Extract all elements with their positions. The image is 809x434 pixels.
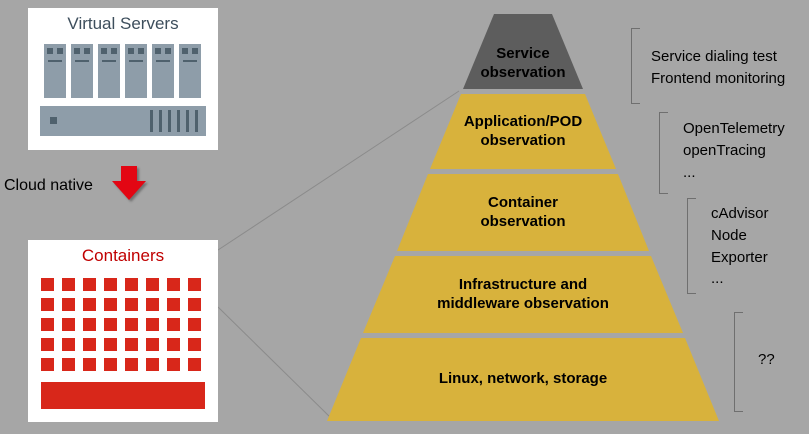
- bracket-application-tools: [659, 112, 668, 194]
- down-arrow-shaft: [121, 166, 137, 181]
- annotation-service-tools: Service dialing test Frontend monitoring: [651, 48, 786, 87]
- down-arrow-head: [112, 181, 146, 200]
- server-tower-icon: [152, 44, 174, 98]
- down-arrow-icon: [112, 166, 146, 200]
- annotation-container-tools: cAdvisor Node Exporter ...: [711, 205, 769, 288]
- pyramid-layer-application-pod-observation: Application/POD observation: [430, 94, 616, 169]
- virtual-servers-box: Virtual Servers: [28, 8, 218, 150]
- server-chassis-icon: [40, 106, 206, 136]
- containers-box: Containers: [28, 240, 218, 422]
- bracket-container-tools: [687, 198, 696, 294]
- server-tower-icon: [44, 44, 66, 98]
- pyramid-layer-infrastructure-middleware-observation: Infrastructure and middleware observatio…: [363, 256, 683, 333]
- containers-base-bar: [41, 382, 205, 409]
- server-tower-icon: [98, 44, 120, 98]
- server-tower-icon: [71, 44, 93, 98]
- pyramid-layer-service-observation: Service observation: [463, 14, 583, 89]
- pyramid-layer-label: Infrastructure and middleware observatio…: [437, 276, 609, 312]
- annotation-application-tools: OpenTelemetry openTracing ...: [683, 120, 785, 181]
- server-tower-icon: [125, 44, 147, 98]
- pyramid-layer-label: Linux, network, storage: [438, 370, 608, 388]
- pyramid-layer-linux-network-storage: Linux, network, storage: [327, 338, 719, 421]
- server-rack-illustration: [44, 44, 201, 98]
- bracket-service-tools: [631, 28, 640, 104]
- server-tower-icon: [179, 44, 201, 98]
- pyramid-layer-label: Container observation: [480, 194, 566, 230]
- virtual-servers-title: Virtual Servers: [67, 14, 179, 33]
- annotation-infrastructure-tools: ??: [758, 351, 775, 368]
- bracket-infrastructure-tools: [734, 312, 743, 412]
- pyramid-layer-label: Application/POD observation: [463, 113, 583, 149]
- pyramid-layer-container-observation: Container observation: [397, 174, 649, 251]
- containers-grid-illustration: [41, 278, 205, 372]
- containers-title: Containers: [81, 246, 165, 265]
- pyramid-layer-label: Service observation: [480, 45, 566, 81]
- connector-line-bottom: [217, 306, 332, 419]
- cloud-native-label: Cloud native: [4, 177, 93, 194]
